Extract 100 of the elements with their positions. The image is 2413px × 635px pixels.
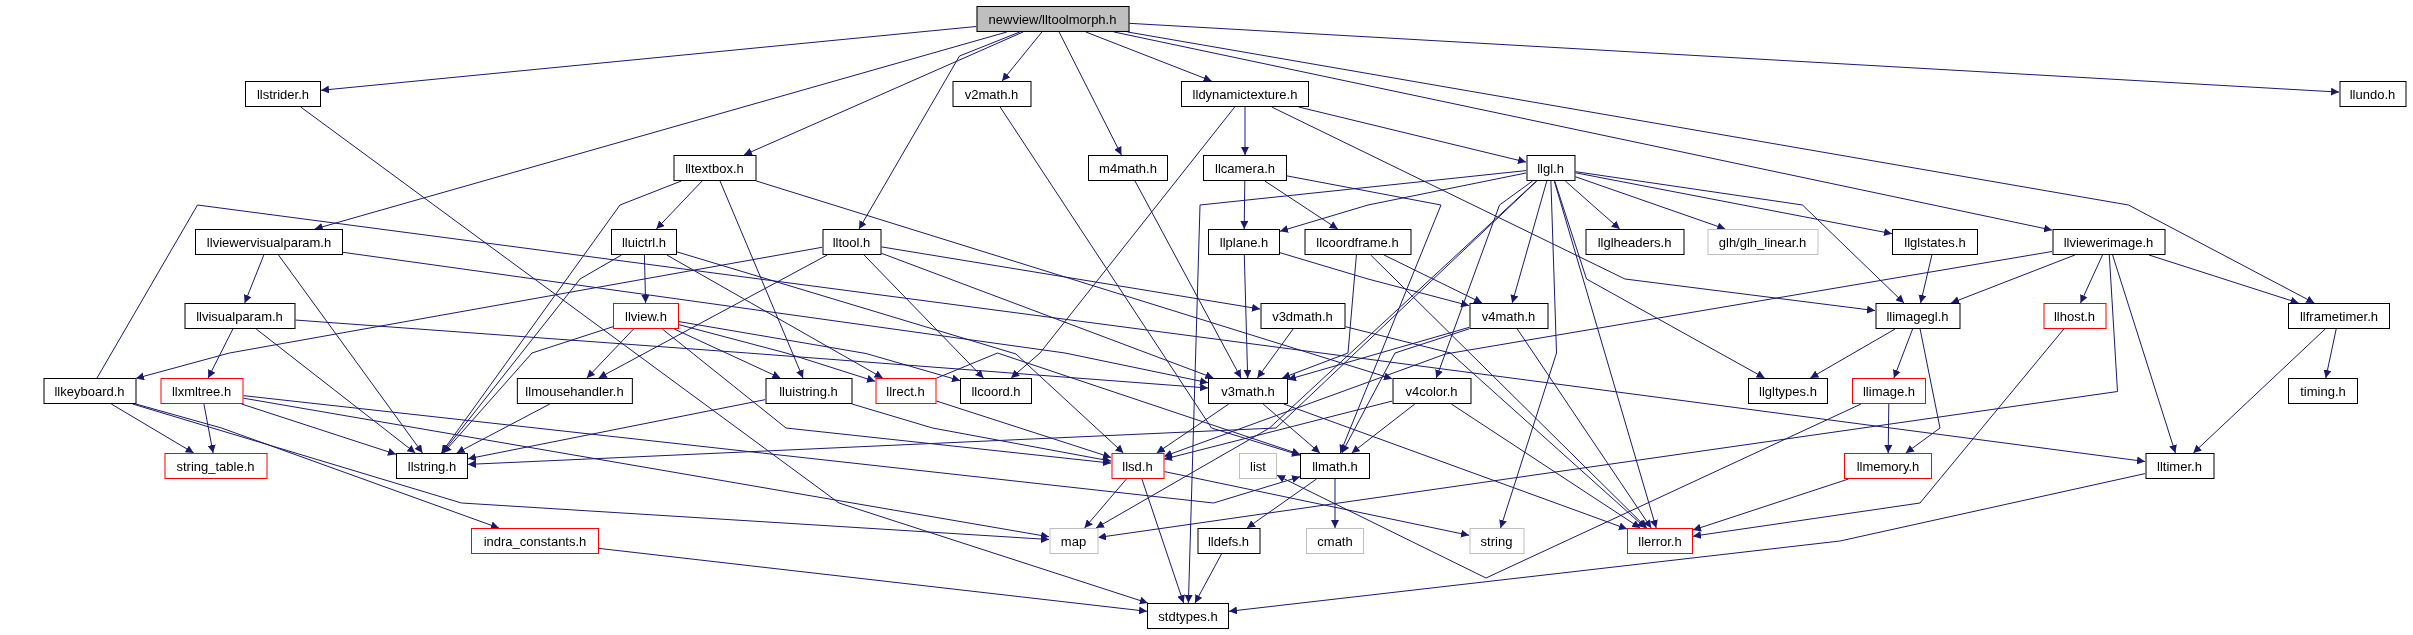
include-arrow [1264, 180, 1339, 230]
file-box: llglheaders.h [1585, 229, 1684, 255]
file-box: lltool.h [822, 229, 881, 255]
file-box: llxmltree.h [160, 378, 243, 404]
include-arrow [1279, 172, 1527, 233]
include-arrow [1450, 403, 1641, 529]
file-box: llviewervisualparam.h [195, 229, 343, 255]
file-box: llkeyboard.h [43, 378, 136, 404]
include-arrow [2148, 254, 2299, 305]
include-arrow [598, 547, 1148, 615]
include-arrow [441, 254, 622, 454]
include-arrow [1156, 403, 1230, 454]
file-box: stdtypes.h [1147, 603, 1229, 629]
include-arrow [1163, 400, 1393, 462]
include-arrow [1163, 471, 1470, 538]
include-arrow [320, 26, 977, 94]
file-box: llhost.h [2043, 303, 2106, 329]
file-box: llglstates.h [1892, 229, 1978, 255]
file-box: v4color.h [1392, 378, 1471, 404]
include-arrow [1516, 328, 1652, 529]
include-arrow [1809, 328, 1896, 379]
include-arrow [880, 246, 1261, 312]
file-box: lluistring.h [765, 378, 852, 404]
file-box: cmath [1306, 528, 1364, 554]
file-box: newview/lltoolmorph.h [976, 6, 1129, 32]
include-arrow [880, 252, 1214, 379]
include-arrow [300, 106, 1149, 605]
include-arrow [598, 254, 828, 379]
include-arrow [641, 254, 650, 304]
file-box: v3dmath.h [1260, 303, 1345, 329]
include-arrow [2323, 328, 2337, 379]
file-box: lltimer.h [2145, 453, 2214, 479]
include-arrow [1950, 254, 2076, 304]
include-arrow [132, 403, 1050, 543]
include-arrow [440, 180, 682, 454]
include-arrow [666, 254, 884, 379]
file-box: llcoordframe.h [1304, 229, 1411, 255]
file-box: llframetimer.h [2288, 303, 2390, 329]
include-arrow [1298, 106, 1527, 165]
include-arrow [1128, 22, 2340, 96]
file-box: llsd.h [1111, 453, 1164, 479]
file-box: glh/glh_linear.h [1707, 229, 1818, 255]
include-arrow [1243, 254, 1252, 379]
include-arrow [661, 328, 1112, 467]
file-box: llmemory.h [1844, 453, 1932, 479]
file-box: v2math.h [952, 81, 1031, 107]
file-box: indra_constants.h [471, 528, 599, 554]
file-box: m4math.h [1088, 155, 1168, 181]
file-box: string [1469, 528, 1524, 554]
file-box: lltextbox.h [673, 155, 756, 181]
include-arrow [294, 319, 1209, 392]
include-arrow [678, 324, 876, 383]
include-arrow [1283, 403, 1628, 530]
include-arrow [1127, 31, 2315, 304]
include-arrow [242, 397, 1050, 540]
include-arrow [342, 251, 1209, 385]
include-arrow [1893, 328, 1914, 379]
include-arrow [1692, 328, 2065, 539]
include-arrow [1574, 172, 1893, 237]
include-arrow [1286, 175, 1442, 454]
include-arrow [278, 254, 423, 454]
include-arrow [1134, 180, 1242, 379]
include-arrow [96, 204, 2146, 465]
include-arrow [1341, 328, 1470, 454]
file-box: llvisualparam.h [184, 303, 295, 329]
include-arrow [135, 246, 823, 381]
file-box: llerror.h [1627, 528, 1693, 554]
include-arrow [135, 403, 500, 530]
file-box: llrect.h [875, 378, 936, 404]
include-arrow [241, 403, 397, 456]
include-arrow [1574, 171, 1905, 304]
include-arrow [1184, 170, 1527, 604]
include-arrow [1084, 478, 1127, 529]
file-box: string_table.h [164, 453, 267, 479]
include-arrow [1905, 328, 1941, 454]
include-arrow [676, 251, 1124, 454]
file-box: llundo.h [2339, 81, 2406, 107]
include-arrow [1553, 180, 1658, 529]
include-arrow [242, 395, 1301, 504]
include-arrow [655, 180, 703, 230]
file-box: map [1049, 528, 1098, 554]
include-arrow [863, 254, 984, 379]
file-box: llimage.h [1852, 378, 1926, 404]
file-box: llstring.h [396, 453, 468, 479]
include-arrow [1271, 106, 1876, 314]
include-arrow [1499, 180, 1557, 529]
file-box: llgltypes.h [1748, 378, 1828, 404]
include-arrow [1435, 180, 1534, 379]
include-arrow [851, 403, 1112, 464]
include-arrow [1095, 180, 1537, 529]
include-arrow [1370, 254, 1648, 529]
include-arrow [203, 403, 216, 454]
include-arrow [314, 31, 1008, 231]
file-box: list [1239, 453, 1277, 479]
include-arrow [1884, 403, 1893, 454]
include-arrow [1241, 106, 1249, 156]
include-arrow [255, 328, 416, 454]
include-arrow [207, 328, 234, 379]
include-arrow [678, 321, 961, 383]
file-box: llgl.h [1526, 155, 1575, 181]
